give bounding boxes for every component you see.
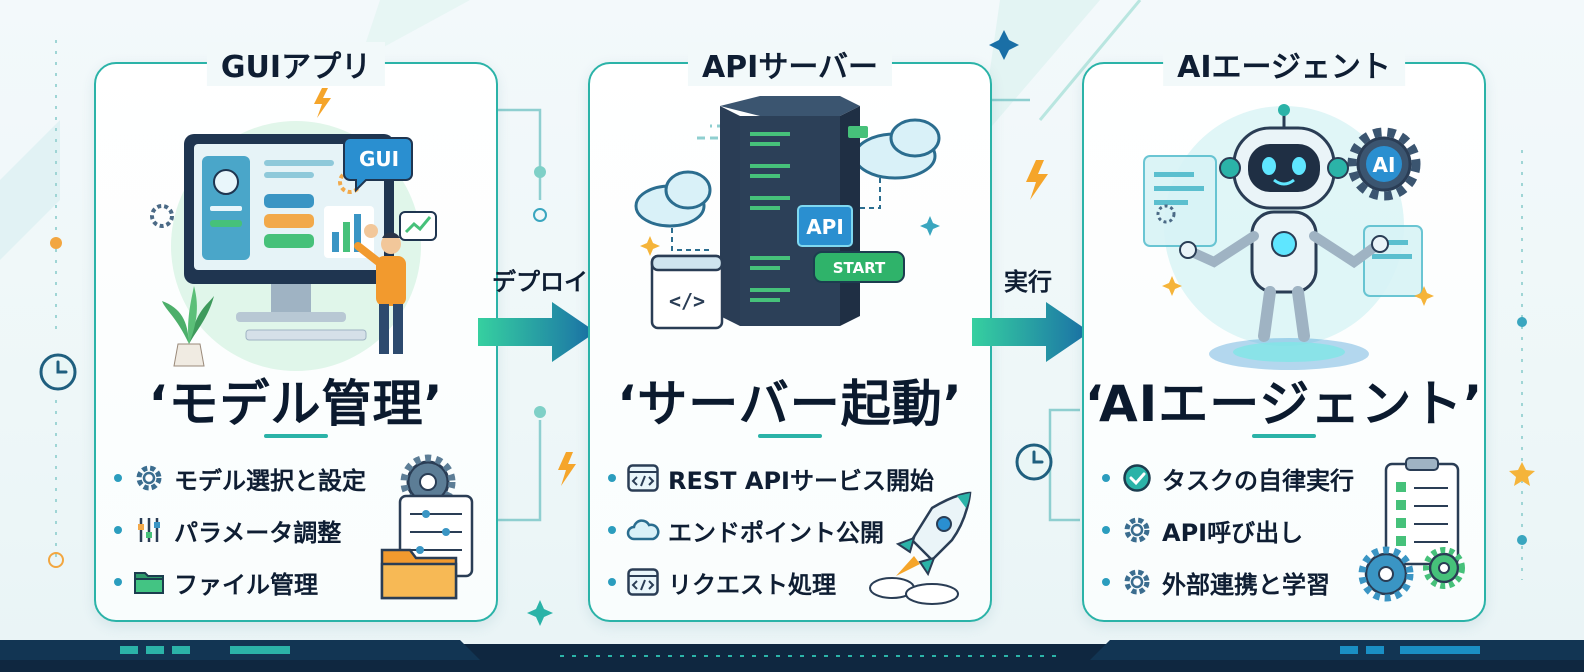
- panel-title: AIエージェント: [1163, 42, 1405, 86]
- item-label: リクエスト処理: [668, 570, 836, 599]
- list-item: タスクの自律実行: [1102, 452, 1472, 504]
- item-label: パラメータ調整: [174, 518, 342, 547]
- bullet-dot: [114, 474, 122, 482]
- title-underline: [264, 434, 328, 438]
- feature-list: タスクの自律実行 API呼び出し 外部連携と学習: [1102, 452, 1472, 608]
- list-item: ファイル管理: [114, 556, 484, 608]
- bottom-decor-bar: [0, 640, 1584, 672]
- folder-icon: [132, 565, 166, 599]
- bullet-dot: [608, 578, 616, 586]
- list-item: REST APIサービス開始: [608, 452, 978, 504]
- flow-arrow: [478, 302, 596, 362]
- clock-icon: [1015, 443, 1053, 481]
- item-label: API呼び出し: [1162, 518, 1304, 547]
- panel-title: GUIアプリ: [206, 42, 386, 86]
- ai-gear-text: AI: [1373, 153, 1396, 177]
- item-label: タスクの自律実行: [1162, 466, 1354, 495]
- feature-list: モデル選択と設定 パラメータ調整 ファイル管理: [114, 452, 484, 608]
- bullet-dot: [608, 474, 616, 482]
- start-button-text: START: [833, 259, 886, 277]
- item-label: ファイル管理: [174, 570, 318, 599]
- big-label-model-management: ‘モデル管理’: [148, 375, 444, 433]
- list-item: 外部連携と学習: [1102, 556, 1472, 608]
- list-item: API呼び出し: [1102, 504, 1472, 556]
- check-circle-icon: [1120, 461, 1154, 495]
- code-window-icon: [626, 461, 660, 495]
- checklist-gears-illustration: [1358, 457, 1465, 602]
- cloud-icon: [626, 513, 660, 547]
- flow-arrow: [972, 302, 1090, 362]
- bullet-dot: [1102, 474, 1110, 482]
- code-window-icon: [626, 565, 660, 599]
- api-server-illustration: API START </>: [634, 96, 941, 330]
- gear-icon: [1120, 565, 1154, 599]
- code-window-text: </>: [669, 289, 705, 313]
- arrow-label-deploy: デプロイ: [492, 268, 588, 296]
- list-item: パラメータ調整: [114, 504, 484, 556]
- ai-agent-illustration: AI: [1143, 104, 1434, 370]
- list-item: モデル選択と設定: [114, 452, 484, 504]
- bullet-dot: [114, 526, 122, 534]
- bullet-dot: [114, 578, 122, 586]
- item-label: 外部連携と学習: [1162, 570, 1330, 599]
- item-label: モデル選択と設定: [174, 466, 366, 495]
- panel-title: APIサーバー: [687, 42, 893, 86]
- item-label: エンドポイント公開: [668, 518, 884, 547]
- bullet-dot: [1102, 526, 1110, 534]
- gui-badge-text: GUI: [359, 147, 399, 171]
- title-underline: [1252, 434, 1316, 438]
- bullet-dot: [1102, 578, 1110, 586]
- arrow-label-execute: 実行: [1004, 268, 1052, 296]
- big-label-server-start: ‘サーバー起動’: [617, 375, 963, 433]
- clock-icon: [39, 353, 77, 391]
- panel-api-server: APIサーバー API START </> ‘サーバー起動’: [588, 42, 992, 622]
- rocket-illustration: [869, 491, 972, 605]
- gui-illustration: GUI: [150, 88, 437, 371]
- server-api-text: API: [806, 215, 844, 239]
- gear-icon: [132, 461, 166, 495]
- feature-list: REST APIサービス開始 エンドポイント公開 リクエスト処理: [608, 452, 978, 608]
- gear-icon: [1120, 513, 1154, 547]
- item-label: REST APIサービス開始: [668, 466, 934, 495]
- big-label-ai-agent: ‘AIエージェント’: [1084, 375, 1484, 433]
- panel-ai-agent: AIエージェント AI ‘AIエージェント’: [1082, 42, 1486, 622]
- title-underline: [758, 434, 822, 438]
- settings-folder-illustration: [380, 454, 474, 600]
- list-item: リクエスト処理: [608, 556, 978, 608]
- panel-gui-app: GUIアプリ GUI: [94, 42, 498, 622]
- bullet-dot: [608, 526, 616, 534]
- list-item: エンドポイント公開: [608, 504, 978, 556]
- sliders-icon: [132, 513, 166, 547]
